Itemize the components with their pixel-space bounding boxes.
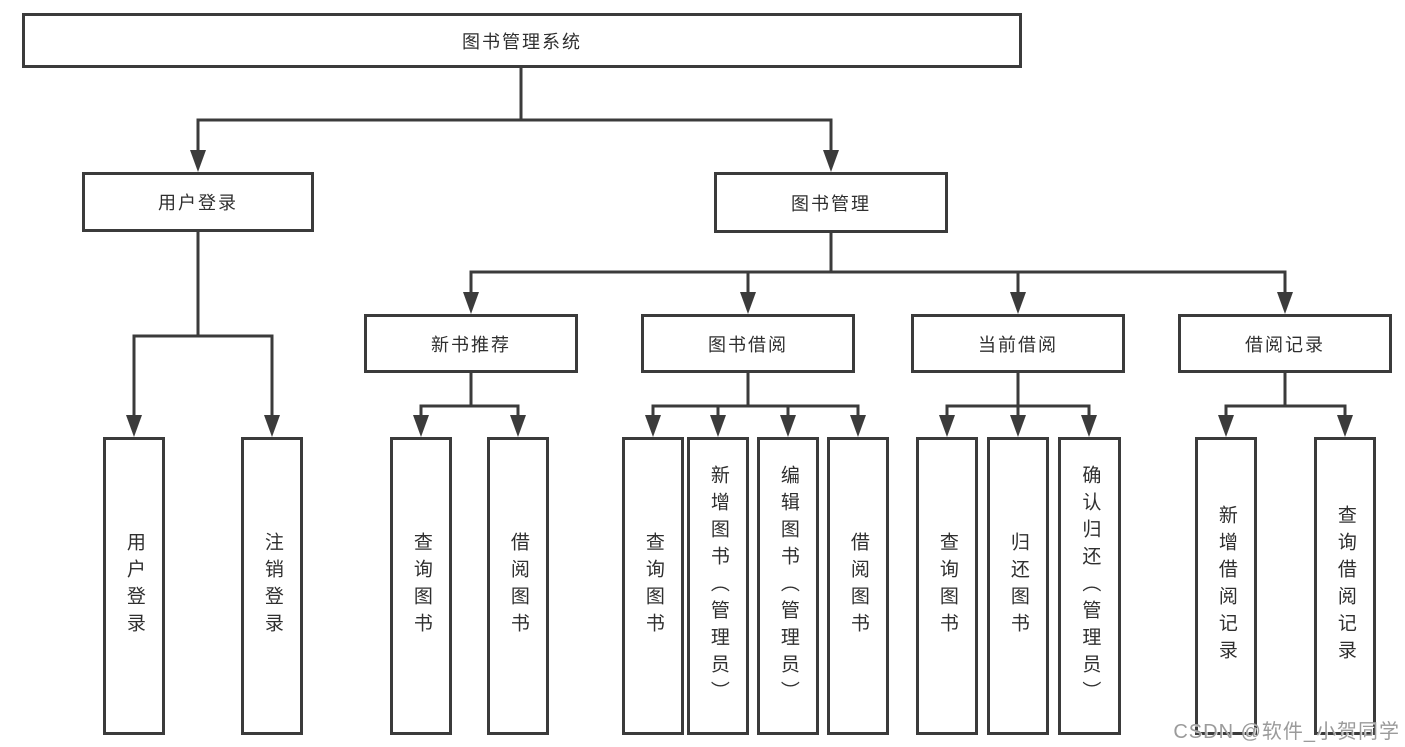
leaf-add-book-admin: 新增图书（管理员）: [687, 437, 749, 735]
connector-user-login-to-children: [126, 232, 280, 437]
leaf-label: 归还图书: [1007, 532, 1029, 640]
csdn-watermark: CSDN @软件_小贺同学: [1173, 721, 1400, 743]
connector-book-borrowing-to-children: [645, 373, 866, 437]
node-label: 新书推荐: [431, 334, 511, 355]
leaf-label: 用户登录: [123, 532, 145, 640]
node-label: 图书管理系统: [462, 31, 582, 52]
node-book-borrowing: 图书借阅: [641, 314, 855, 373]
leaf-borrow-books: 借阅图书: [827, 437, 889, 735]
node-user-login: 用户登录: [82, 172, 314, 232]
connector-current-borrowing-to-children: [939, 373, 1097, 437]
node-current-borrowing: 当前借阅: [911, 314, 1125, 373]
leaf-label: 新增图书（管理员）: [707, 464, 729, 708]
leaf-label: 确认归还（管理员）: [1079, 464, 1101, 708]
connector-root-to-level2: [190, 68, 839, 172]
node-borrowing-records: 借阅记录: [1178, 314, 1392, 373]
leaf-query-books-recommend: 查询图书: [390, 437, 452, 735]
leaf-label: 查询图书: [642, 532, 664, 640]
node-book-management: 图书管理: [714, 172, 948, 233]
node-label: 当前借阅: [978, 334, 1058, 355]
node-label: 图书管理: [791, 193, 871, 214]
connector-new-book-recommendation-to-children: [413, 373, 526, 437]
leaf-edit-book-admin: 编辑图书（管理员）: [757, 437, 819, 735]
leaf-confirm-return-admin: 确认归还（管理员）: [1058, 437, 1121, 735]
leaf-label: 注销登录: [261, 532, 283, 640]
leaf-label: 查询图书: [410, 532, 432, 640]
leaf-query-books-current: 查询图书: [916, 437, 978, 735]
leaf-add-borrow-record: 新增借阅记录: [1195, 437, 1257, 735]
leaf-logout: 注销登录: [241, 437, 303, 735]
node-label: 借阅记录: [1245, 334, 1325, 355]
leaf-return-books: 归还图书: [987, 437, 1049, 735]
node-library-management-system: 图书管理系统: [22, 13, 1022, 68]
node-label: 用户登录: [158, 193, 238, 213]
node-label: 图书借阅: [708, 334, 788, 355]
leaf-query-books-borrow: 查询图书: [622, 437, 684, 735]
leaf-label: 编辑图书（管理员）: [777, 464, 799, 708]
node-new-book-recommendation: 新书推荐: [364, 314, 578, 373]
leaf-user-login: 用户登录: [103, 437, 165, 735]
leaf-query-borrow-record: 查询借阅记录: [1314, 437, 1376, 735]
leaf-label: 借阅图书: [847, 532, 869, 640]
leaf-label: 新增借阅记录: [1215, 505, 1237, 667]
leaf-borrow-books-recommend: 借阅图书: [487, 437, 549, 735]
leaf-label: 查询借阅记录: [1334, 505, 1356, 667]
connector-book-management-to-level3: [463, 232, 1293, 314]
connector-borrowing-records-to-children: [1218, 373, 1353, 437]
leaf-label: 借阅图书: [507, 532, 529, 640]
leaf-label: 查询图书: [936, 532, 958, 640]
